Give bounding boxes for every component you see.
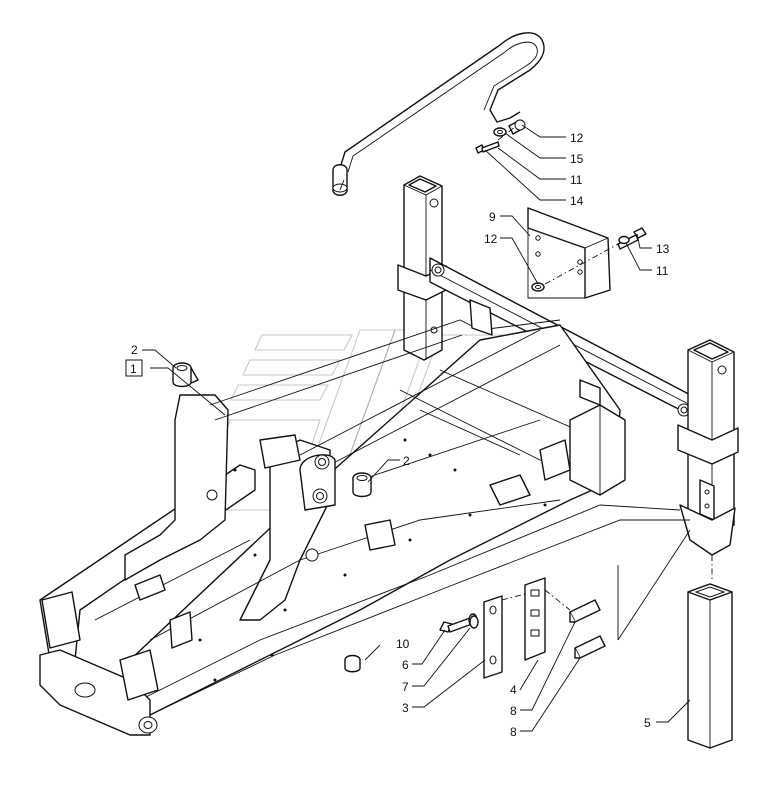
callout-11-bracket: 11 [656, 264, 669, 278]
callout-8-upper: 8 [510, 704, 517, 718]
callout-11-handle: 11 [570, 173, 583, 187]
plate-3 [483, 595, 503, 679]
callout-13: 13 [656, 242, 670, 256]
bolt-6 [439, 613, 478, 633]
bushing-upper [172, 362, 199, 388]
callout-7: 7 [402, 680, 409, 694]
callout-2-lower: 2 [403, 454, 410, 468]
callout-labels: 12 15 11 14 9 12 13 11 2 1 2 10 6 7 3 4 … [125, 131, 670, 739]
callout-1: 1 [130, 362, 137, 376]
right-upright-post [677, 339, 739, 556]
alignment-lines [501, 529, 713, 641]
callout-5: 5 [644, 716, 651, 730]
left-upright-post [397, 175, 447, 361]
cap-10 [344, 654, 361, 673]
main-frame [39, 299, 690, 736]
bushing-lower [352, 472, 372, 498]
callout-4: 4 [510, 683, 517, 697]
callout-6: 6 [402, 658, 409, 672]
handle-fasteners [475, 119, 526, 154]
callout-10: 10 [396, 637, 410, 651]
callout-8-lower: 8 [510, 725, 517, 739]
callout-15: 15 [570, 152, 584, 166]
washer-7 [469, 615, 479, 629]
leader-lines [142, 124, 691, 732]
callout-12-handle: 12 [570, 131, 584, 145]
wedge-8-lower [574, 635, 606, 659]
callout-9: 9 [489, 210, 496, 224]
bracket-9 [527, 207, 611, 299]
plate-4 [524, 577, 546, 661]
grab-handle [332, 32, 545, 196]
callout-14: 14 [570, 194, 584, 208]
tube-5 [687, 583, 733, 749]
callout-2-upper: 2 [131, 343, 138, 357]
wedge-8-upper [569, 599, 601, 623]
callout-1-box [125, 359, 143, 377]
callout-3: 3 [402, 701, 409, 715]
callout-12-bracket: 12 [484, 232, 498, 246]
